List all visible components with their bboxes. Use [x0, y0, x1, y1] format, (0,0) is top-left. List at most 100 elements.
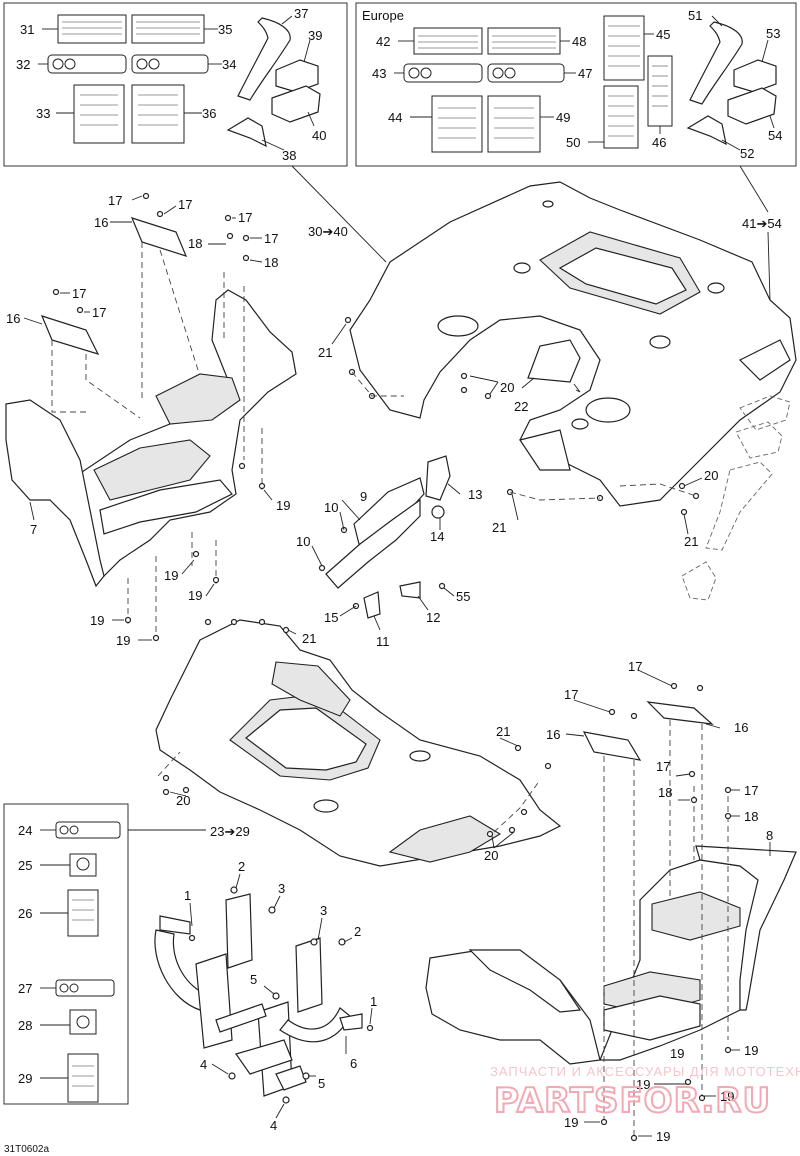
callout-19-i: 19 [720, 1089, 734, 1104]
callout-8: 8 [766, 828, 773, 843]
callout-17-b: 17 [178, 197, 192, 212]
document-code: 31T0602a [4, 1144, 49, 1155]
callout-14: 14 [430, 529, 444, 544]
callout-16-b: 16 [6, 311, 20, 326]
callout-24: 24 [18, 823, 32, 838]
range-41-54: 41➔54 [742, 216, 782, 231]
callout-21-d: 21 [302, 631, 316, 646]
callout-19-d: 19 [90, 613, 104, 628]
callout-27: 27 [18, 981, 32, 996]
footpeg-plate-16a [130, 217, 188, 257]
watermark-brand: PARTSFOR.RU [494, 1081, 771, 1121]
callout-16-c: 16 [734, 720, 748, 735]
callout-18-b: 18 [264, 255, 278, 270]
callout-16-d: 16 [546, 727, 560, 742]
label-26-decal [67, 889, 99, 937]
callout-34: 34 [222, 57, 236, 72]
callout-46: 46 [652, 135, 666, 150]
reflector-52 [686, 115, 727, 146]
callout-11: 11 [376, 634, 390, 649]
front-bumper-frame [154, 886, 374, 1104]
side-guard-8 [695, 845, 797, 1011]
rear-fender [344, 181, 797, 601]
callout-47: 47 [578, 66, 592, 81]
callout-28: 28 [18, 1018, 32, 1033]
callout-7: 7 [30, 522, 37, 537]
reflector-39 [275, 59, 319, 93]
front-fender [155, 618, 562, 867]
callout-numbers: 31 35 32 34 33 36 37 39 40 38 42 48 43 4… [6, 6, 782, 1144]
label-36-decal [131, 84, 185, 144]
callout-26: 26 [18, 906, 32, 921]
label-49-decal [487, 95, 541, 153]
callout-19-g: 19 [744, 1043, 758, 1058]
reflector-37 [237, 17, 291, 101]
callout-17-g: 17 [628, 659, 642, 674]
callout-55: 55 [456, 589, 470, 604]
callout-33: 33 [36, 106, 50, 121]
label-46-decal [647, 55, 673, 127]
callout-12: 12 [426, 610, 440, 625]
callout-22: 22 [514, 399, 528, 414]
callout-16-a: 16 [94, 215, 108, 230]
watermark-subtitle: ЗАПЧАСТИ И АКСЕССУАРЫ ДЛЯ МОТОТЕХНИКИ [490, 1064, 800, 1079]
label-42-decal [413, 27, 483, 55]
mud-flap-22 [527, 339, 581, 383]
callout-6: 6 [350, 1056, 357, 1071]
side-guard-7 [5, 399, 105, 588]
callout-25: 25 [18, 858, 32, 873]
callout-19-h: 19 [636, 1077, 650, 1092]
callout-45: 45 [656, 27, 670, 42]
watermark: ЗАПЧАСТИ И АКСЕССУАРЫ ДЛЯ МОТОТЕХНИКИ PA… [490, 1064, 800, 1122]
callout-leaders [23, 195, 771, 1137]
callout-20-b: 20 [704, 468, 718, 483]
callout-3-a: 3 [278, 881, 285, 896]
callout-38: 38 [282, 148, 296, 163]
label-29-decal [67, 1053, 99, 1103]
callout-17-i: 17 [656, 759, 670, 774]
callout-2-a: 2 [238, 859, 245, 874]
callout-1-a: 1 [184, 888, 191, 903]
region-title: Europe [362, 8, 404, 23]
callout-43: 43 [372, 66, 386, 81]
callout-19-e: 19 [116, 633, 130, 648]
callout-19-c: 19 [188, 588, 202, 603]
footpeg-plate-16b [40, 315, 100, 355]
callout-17-d: 17 [264, 231, 278, 246]
reflector-40 [271, 85, 321, 123]
callout-40: 40 [312, 128, 326, 143]
callout-17-h: 17 [564, 687, 578, 702]
label-31-decal [57, 14, 127, 44]
callout-37: 37 [294, 6, 308, 21]
callout-21-b: 21 [492, 520, 506, 535]
callout-21-c: 21 [684, 534, 698, 549]
callout-21-e: 21 [496, 724, 510, 739]
label-45-decal [603, 15, 645, 81]
left-footrest [5, 192, 297, 642]
callout-42: 42 [376, 34, 390, 49]
label-44-decal [431, 95, 483, 153]
label-48-decal [487, 27, 561, 55]
label-kit-box-rear [3, 2, 348, 167]
callout-54: 54 [768, 128, 782, 143]
callout-10-a: 10 [324, 500, 338, 515]
callout-18-c: 18 [658, 785, 672, 800]
callout-49: 49 [556, 110, 570, 125]
label-kit-box-europe: Europe [355, 2, 797, 167]
footpeg-plate-16c [582, 731, 642, 761]
callout-48: 48 [572, 34, 586, 49]
callout-17-c: 17 [238, 210, 252, 225]
callout-31: 31 [20, 22, 34, 37]
callout-5-b: 5 [318, 1076, 325, 1091]
callout-52: 52 [740, 146, 754, 161]
callout-17-a: 17 [108, 193, 122, 208]
callout-21-a: 21 [318, 345, 332, 360]
callout-2-b: 2 [354, 924, 361, 939]
callout-3-b: 3 [320, 903, 327, 918]
callout-29: 29 [18, 1071, 32, 1086]
reflector-54 [727, 87, 777, 125]
callout-18-d: 18 [744, 809, 758, 824]
rack-brackets [318, 455, 451, 619]
callout-19-k: 19 [656, 1129, 670, 1144]
